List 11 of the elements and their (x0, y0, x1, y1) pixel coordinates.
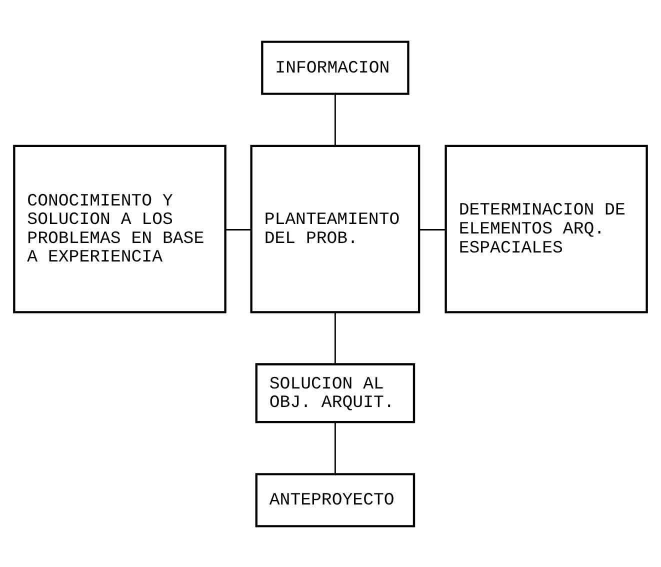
connector (334, 312, 336, 364)
node-box: SOLUCION AL OBJ. ARQUIT. (255, 362, 416, 423)
node-box: INFORMACION (261, 40, 410, 94)
connector (226, 228, 251, 230)
node-box: DETERMINACION DE ELEMENTOS ARQ. ESPACIALES (444, 144, 648, 313)
node-box: PLANTEAMIENTO DEL PROB. (250, 144, 420, 313)
node-box: ANTEPROYECTO (255, 472, 416, 527)
connector (419, 228, 446, 230)
connector (334, 94, 336, 145)
connector (334, 422, 336, 474)
node-box: CONOCIMIENTO Y SOLUCION A LOS PROBLEMAS EN BASE A EXPERIENCIA (13, 144, 226, 313)
